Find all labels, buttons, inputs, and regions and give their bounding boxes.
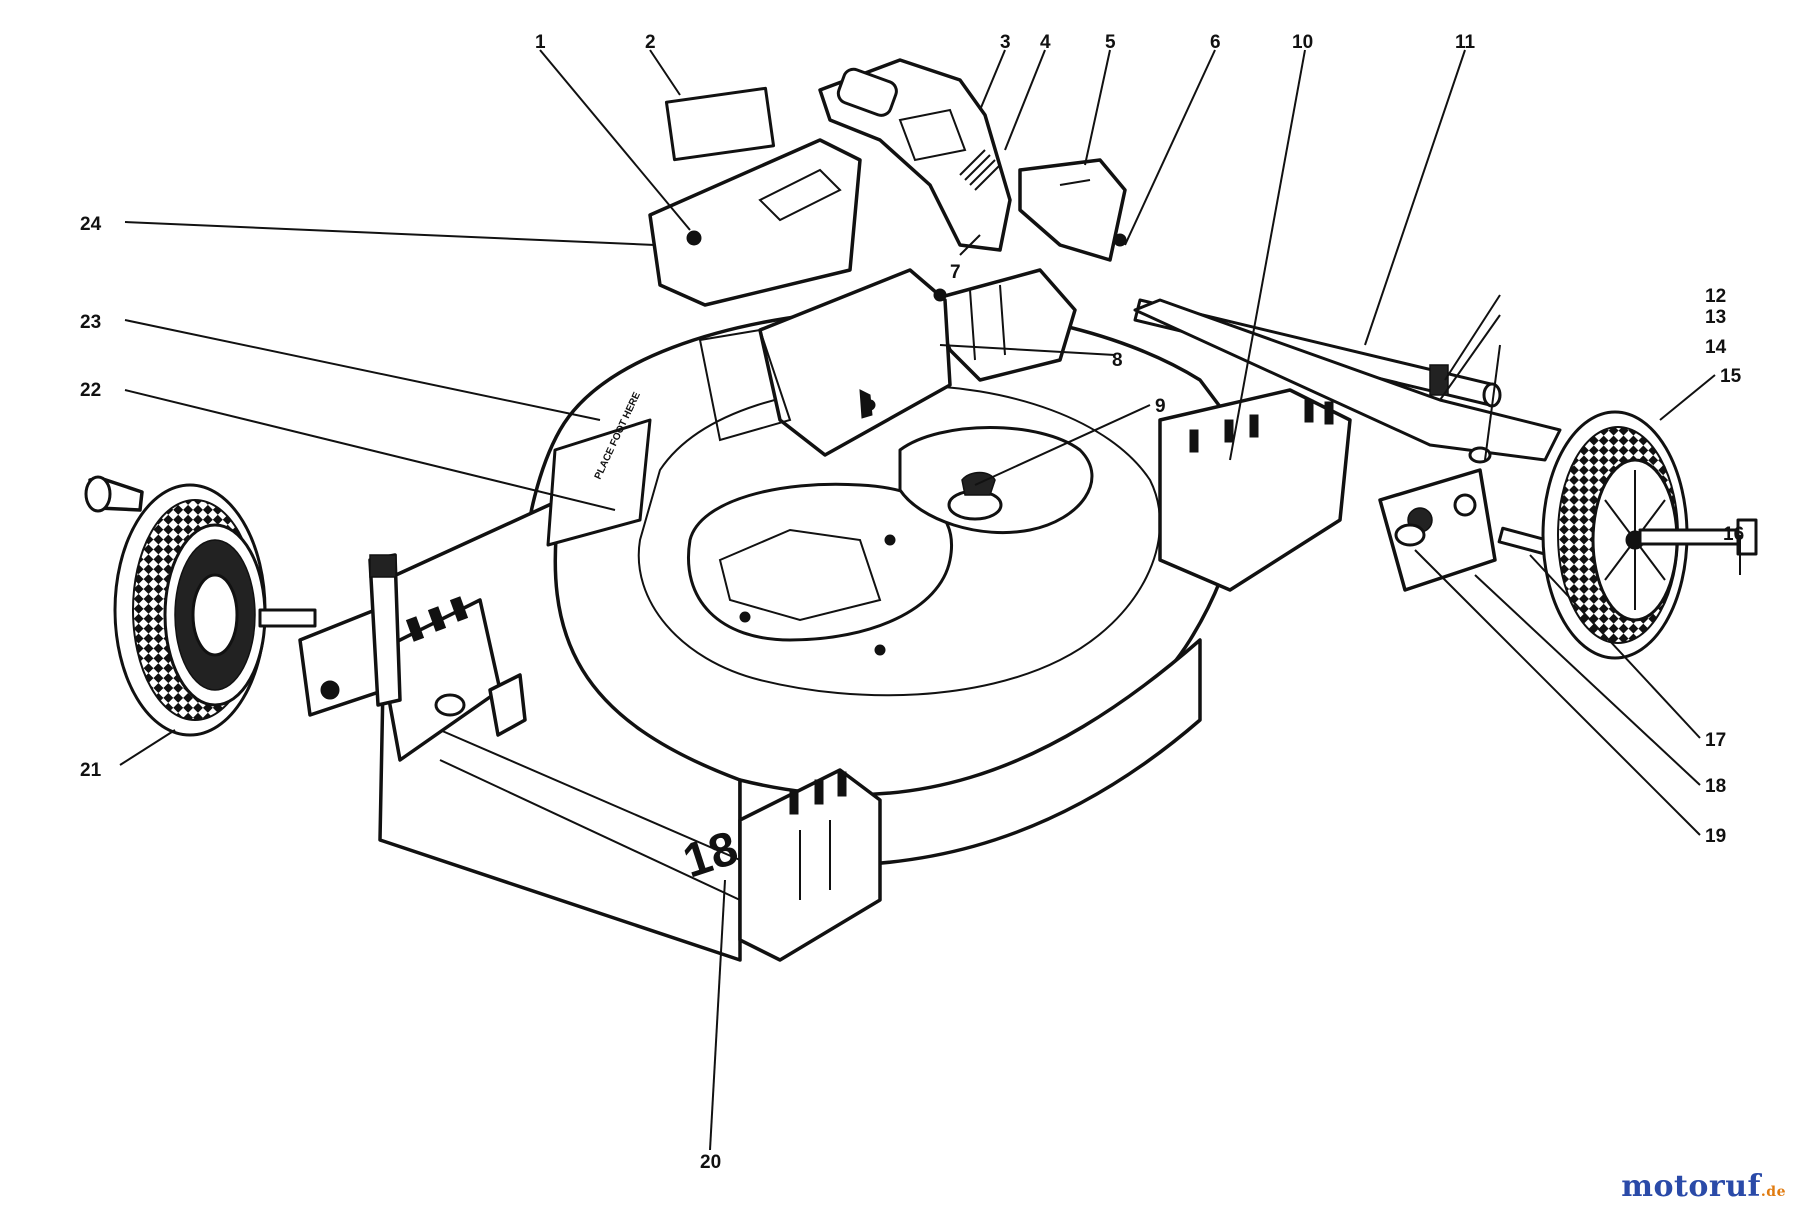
discharge-chute [648,86,952,457]
watermark-suffix: .de [1760,1184,1786,1200]
handle-mechanism [818,58,1127,262]
callout-22: 22 [80,380,101,401]
callout-24: 24 [80,214,102,235]
callout-6: 6 [1210,32,1221,53]
left-wheel-assembly [84,475,527,737]
callout-10: 10 [1292,32,1313,53]
callout-17: 17 [1705,730,1726,751]
mower-deck: PLACE FOOT HERE 18 [378,268,1352,962]
callout-12: 12 [1705,286,1726,307]
callout-7: 7 [950,262,961,283]
callout-8: 8 [1112,350,1123,371]
right-wheel-assembly [1378,410,1758,660]
leader-lines [119,49,1741,1151]
callout-numbers: 1 2 3 4 5 6 7 8 9 10 11 12 13 14 15 16 1… [80,32,1744,1173]
callout-1: 1 [535,32,546,53]
callout-5: 5 [1105,32,1116,53]
callout-19: 19 [1705,826,1726,847]
callout-2: 2 [645,32,656,53]
callout-9: 9 [1155,396,1166,417]
callout-18: 18 [1705,776,1726,797]
callout-14: 14 [1705,337,1727,358]
callout-21: 21 [80,760,102,781]
callout-3: 3 [1000,32,1011,53]
callout-23: 23 [80,312,101,333]
callout-11: 11 [1455,32,1476,53]
callout-4: 4 [1040,32,1051,53]
callout-16: 16 [1723,524,1744,545]
callout-15: 15 [1720,366,1742,387]
watermark-logo: motoruf.de [1621,1169,1786,1204]
callout-13: 13 [1705,307,1726,328]
watermark-main: motoruf [1621,1169,1761,1204]
callout-20: 20 [700,1152,721,1173]
